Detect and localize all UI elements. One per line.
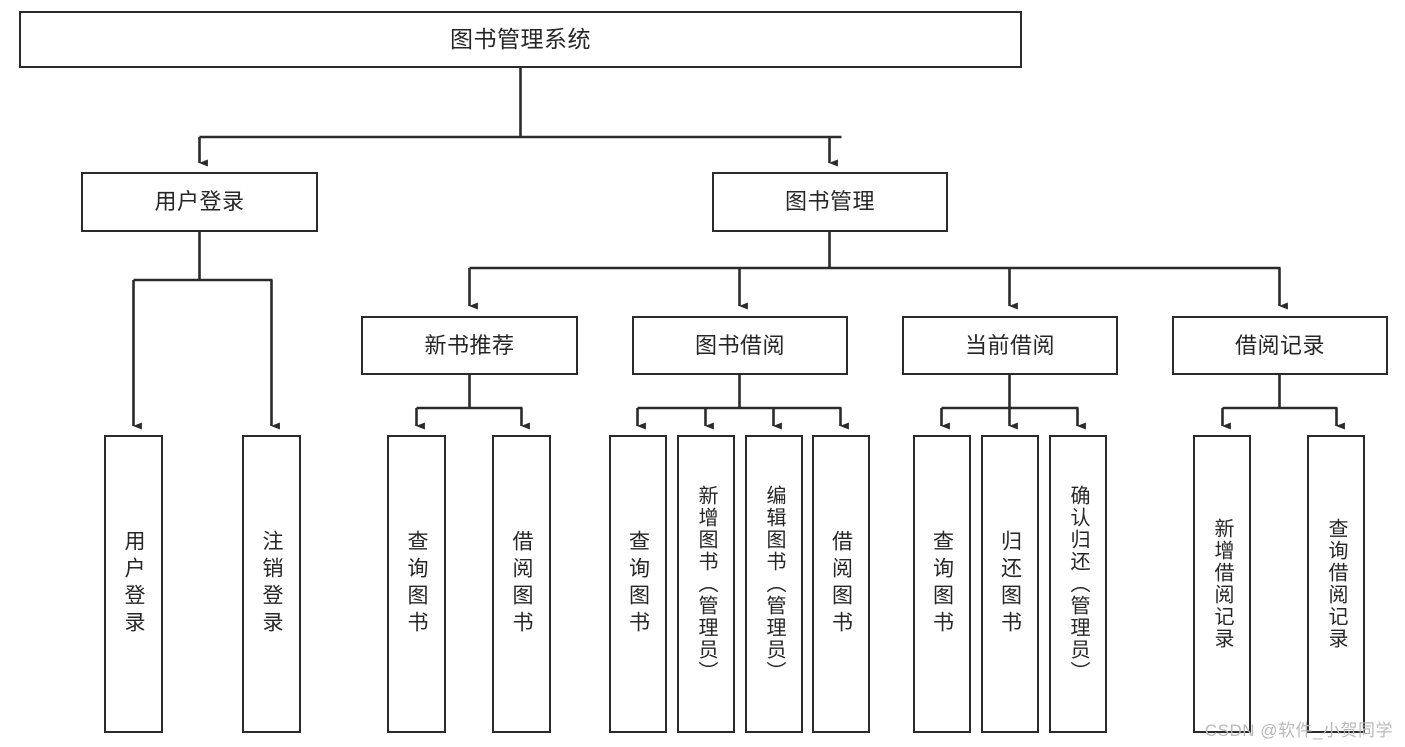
node-leaf-query-book-1-label: 查询图书 [405,530,428,638]
node-borrow-record[interactable]: 借阅记录 [1172,316,1388,375]
node-root[interactable]: 图书管理系统 [19,11,1022,68]
csdn-watermark: CSDN @软件_小贺同学 [1204,721,1393,740]
node-leaf-add-record[interactable]: 新增借阅记录 [1193,435,1251,733]
node-leaf-query-book-3[interactable]: 查询图书 [913,435,971,733]
node-leaf-borrow-book-2[interactable]: 借阅图书 [812,435,870,733]
node-leaf-edit-book[interactable]: 编辑图书（管理员） [745,435,803,733]
node-new-book-rec[interactable]: 新书推荐 [361,316,578,375]
node-current-borrow[interactable]: 当前借阅 [902,316,1118,375]
node-leaf-borrow-book-2-label: 借阅图书 [829,530,853,638]
node-leaf-return-book[interactable]: 归还图书 [981,435,1039,733]
node-leaf-return-book-label: 归还图书 [998,530,1022,638]
node-leaf-query-book-2-label: 查询图书 [626,530,650,638]
node-book-manage[interactable]: 图书管理 [712,172,948,232]
node-book-borrow[interactable]: 图书借阅 [632,316,848,375]
node-leaf-query-book-2[interactable]: 查询图书 [609,435,667,733]
node-leaf-user-login-label: 用户登录 [122,530,145,638]
node-leaf-borrow-book-1[interactable]: 借阅图书 [492,435,551,733]
node-leaf-edit-book-label: 编辑图书（管理员） [763,485,785,683]
node-leaf-add-book-label: 新增图书（管理员） [695,485,717,683]
node-book-manage-label: 图书管理 [784,189,875,214]
node-root-label: 图书管理系统 [450,26,591,52]
node-leaf-user-login[interactable]: 用户登录 [104,435,163,733]
node-leaf-confirm-return-label: 确认归还（管理员） [1067,485,1089,683]
node-new-book-rec-label: 新书推荐 [424,332,515,358]
node-leaf-query-record-label: 查询借阅记录 [1325,518,1347,650]
node-user-login-label: 用户登录 [154,189,245,214]
node-borrow-record-label: 借阅记录 [1234,332,1325,358]
node-leaf-confirm-return[interactable]: 确认归还（管理员） [1049,435,1107,733]
node-leaf-add-book[interactable]: 新增图书（管理员） [677,435,735,733]
node-leaf-logout-label: 注销登录 [260,530,283,638]
node-leaf-add-record-label: 新增借阅记录 [1211,518,1233,650]
node-current-borrow-label: 当前借阅 [964,332,1055,358]
node-leaf-logout[interactable]: 注销登录 [242,435,301,733]
node-leaf-borrow-book-1-label: 借阅图书 [510,530,533,638]
node-leaf-query-book-1[interactable]: 查询图书 [387,435,446,733]
node-leaf-query-book-3-label: 查询图书 [930,530,954,638]
node-user-login[interactable]: 用户登录 [81,172,318,232]
node-leaf-query-record[interactable]: 查询借阅记录 [1307,435,1365,733]
node-book-borrow-label: 图书借阅 [694,332,785,358]
